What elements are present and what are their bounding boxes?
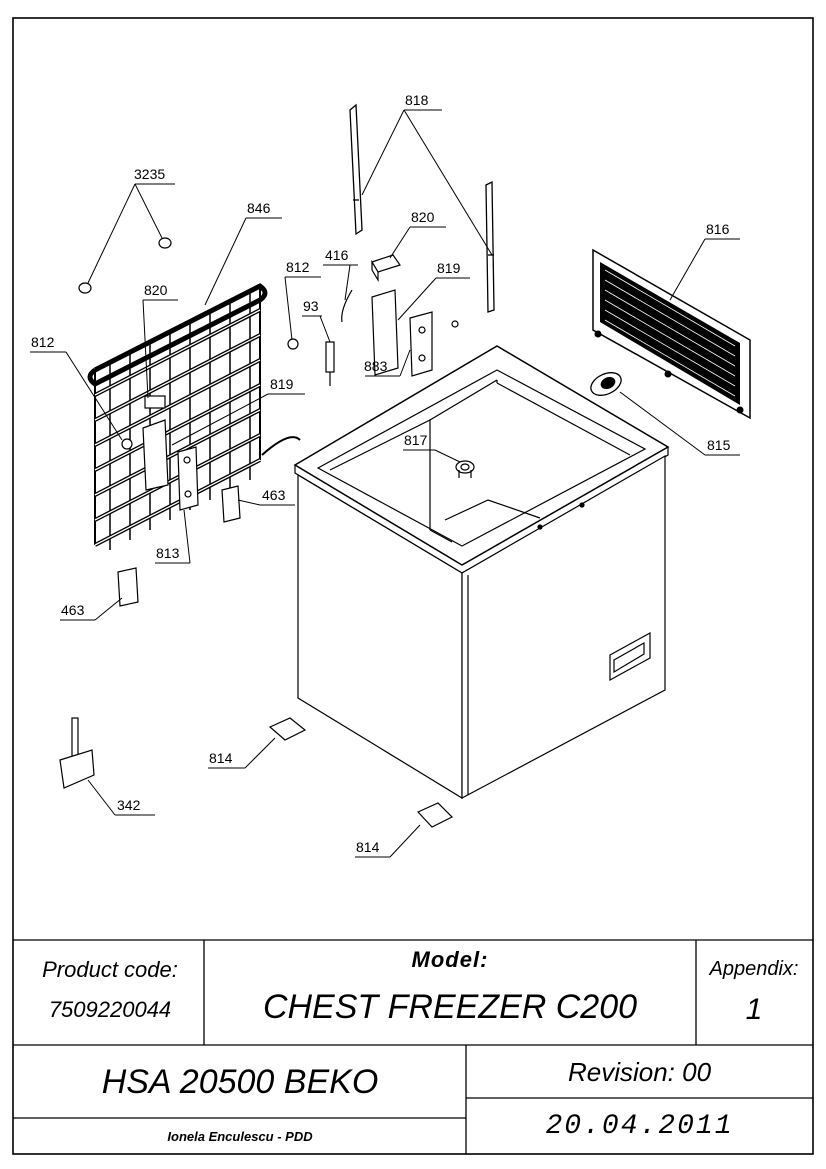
drain-plug-817 bbox=[455, 460, 475, 478]
callout-883: 883 bbox=[364, 358, 388, 374]
small-parts bbox=[59, 237, 459, 828]
callout-416: 416 bbox=[325, 247, 349, 263]
title-block-grid bbox=[13, 939, 813, 1154]
seal-815 bbox=[590, 372, 622, 396]
callout-819-top: 819 bbox=[437, 260, 461, 276]
drawing-border bbox=[12, 17, 814, 1155]
condenser-coil-846 bbox=[87, 283, 301, 550]
callout-820-left: 820 bbox=[144, 282, 168, 298]
callout-813: 813 bbox=[156, 545, 180, 561]
freezer-cabinet bbox=[293, 345, 670, 800]
rear-grille-816 bbox=[592, 248, 751, 420]
product-code-label: Product code: bbox=[42, 957, 178, 982]
callout-820-top: 820 bbox=[411, 209, 435, 225]
date: 20.04.2011 bbox=[545, 1110, 734, 1142]
callout-812-left: 812 bbox=[31, 334, 55, 350]
callout-846: 846 bbox=[247, 200, 271, 216]
model-label: Model: bbox=[411, 947, 489, 972]
callout-816: 816 bbox=[706, 221, 730, 237]
callout-819-left: 819 bbox=[270, 376, 294, 392]
callout-814-left: 814 bbox=[209, 750, 233, 766]
callout-463-left: 463 bbox=[61, 602, 85, 618]
callout-463-right: 463 bbox=[262, 487, 286, 503]
appendix-value: 1 bbox=[745, 993, 763, 1026]
brand-model: HSA 20500 BEKO bbox=[101, 1062, 379, 1101]
callout-814-bottom: 814 bbox=[356, 839, 380, 855]
callout-812-top: 812 bbox=[286, 259, 310, 275]
author: Ionela Enculescu - PDD bbox=[167, 1128, 313, 1144]
model-value: CHEST FREEZER C200 bbox=[262, 987, 638, 1026]
product-code-value: 7509220044 bbox=[48, 997, 172, 1022]
callout-815: 815 bbox=[707, 437, 731, 453]
callout-3235: 3235 bbox=[134, 166, 165, 182]
leader-lines bbox=[30, 109, 740, 858]
callout-342: 342 bbox=[117, 797, 141, 813]
callout-labels: 818 3235 846 820 816 820 416 812 819 93 … bbox=[31, 92, 731, 855]
appendix-label: Appendix: bbox=[709, 957, 799, 980]
callout-818: 818 bbox=[405, 92, 429, 108]
hinge-rods-818 bbox=[349, 103, 495, 313]
revision: Revision: 00 bbox=[567, 1056, 712, 1087]
callout-817: 817 bbox=[404, 432, 428, 448]
callout-93: 93 bbox=[303, 298, 319, 314]
